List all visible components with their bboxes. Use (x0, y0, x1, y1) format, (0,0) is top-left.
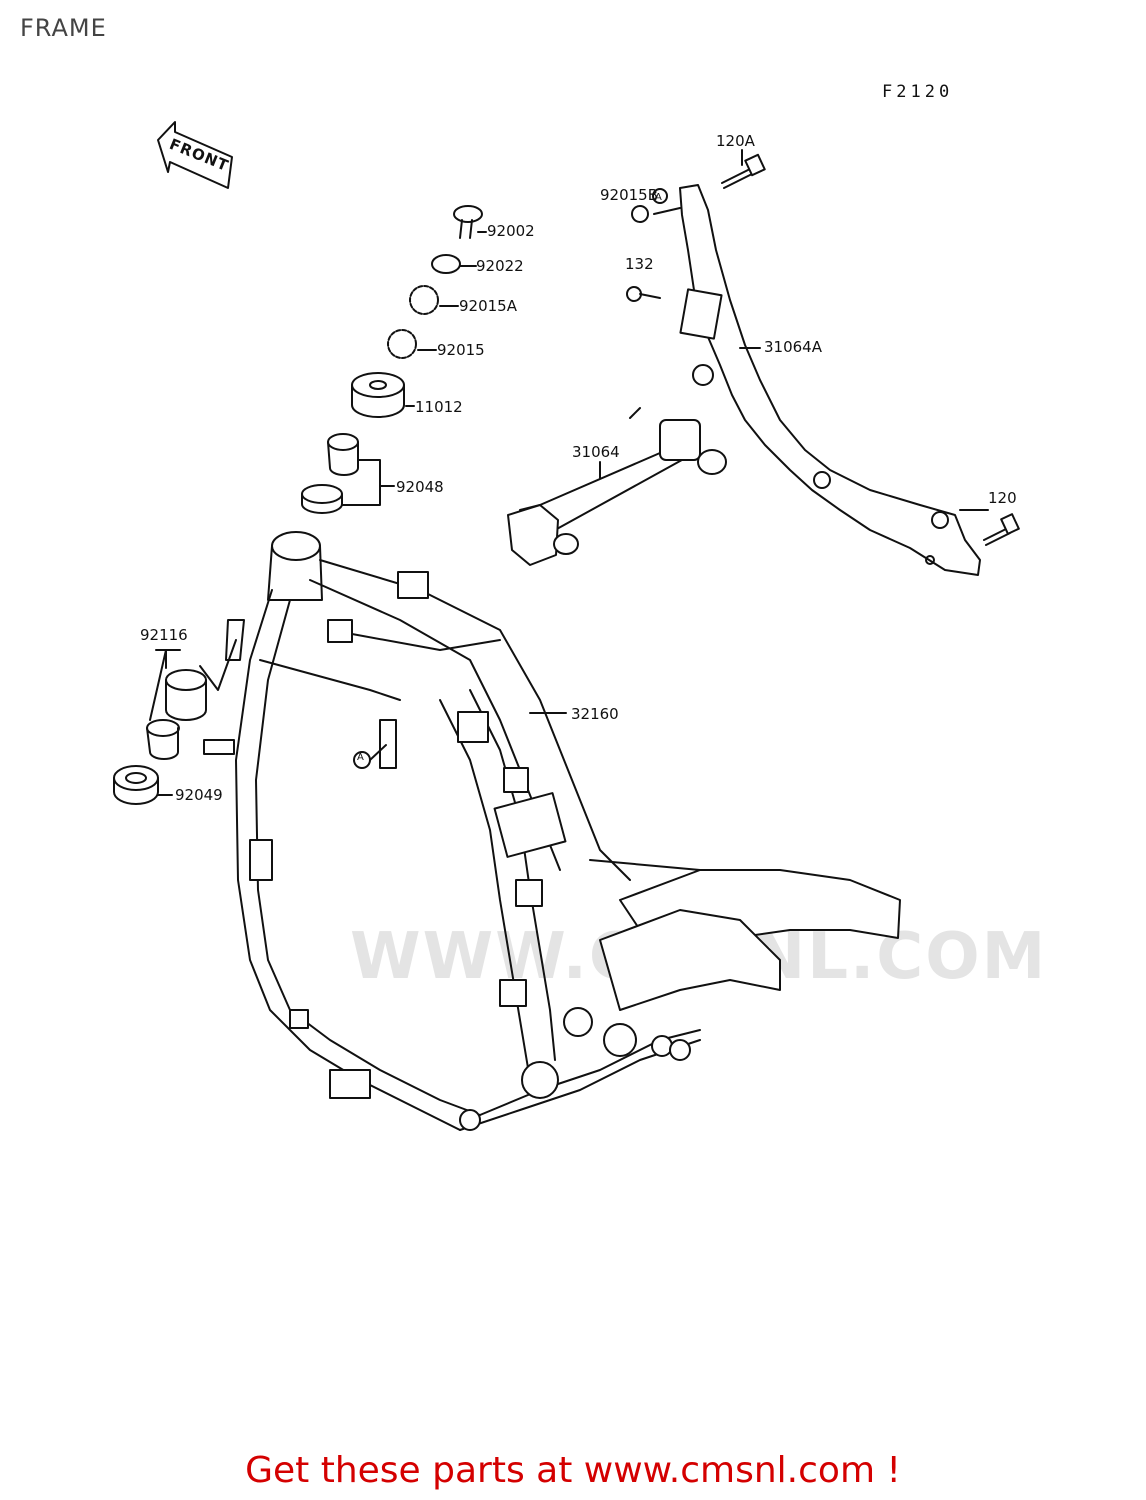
part-number-label: 120 (988, 489, 1017, 507)
lock-washer-92015-icon (387, 329, 417, 359)
ref-marker-a-top: A (655, 192, 662, 203)
front-arrow-icon (157, 121, 233, 189)
spacer-11012-icon (351, 372, 405, 418)
ref-marker-a: A (357, 752, 364, 763)
part-number-label: 92015 (437, 341, 485, 359)
part-number-label: 31064 (572, 443, 620, 461)
part-number-label: 31064A (764, 338, 822, 356)
figure-code: F2120 (882, 82, 954, 102)
part-number-label: 92002 (487, 222, 535, 240)
frame-diagram: A (113, 121, 1020, 1131)
footer-link-text[interactable]: Get these parts at www.cmsnl.com ! (245, 1450, 901, 1491)
part-number-label: 92015B (600, 186, 659, 204)
bolt-132-icon (626, 286, 661, 302)
bolt-120a-icon (721, 153, 766, 189)
bolt-120-icon (983, 513, 1020, 546)
bolt-92002-icon (453, 205, 483, 239)
part-number-label: 92048 (396, 478, 444, 496)
bearing-92116-icon (146, 669, 207, 760)
lock-washer-92015a-icon (409, 285, 439, 315)
part-number-label: 32160 (571, 705, 619, 723)
part-number-label: 120A (716, 132, 755, 150)
bearing-92048-icon (301, 433, 359, 514)
part-number-label: 92049 (175, 786, 223, 804)
seal-92049-icon (113, 765, 159, 805)
main-frame-32160-icon (203, 531, 901, 1131)
part-number-label: 92116 (140, 626, 188, 644)
page-title: FRAME (20, 14, 107, 42)
cross-pipe-31064-icon (507, 419, 727, 566)
washer-92022-icon (431, 254, 461, 274)
part-number-label: 11012 (415, 398, 463, 416)
nut-92015b-icon (631, 205, 649, 223)
part-number-label: 132 (625, 255, 654, 273)
part-number-label: 92015A (459, 297, 517, 315)
bracket-31064a-icon (652, 184, 981, 576)
part-number-label: 92022 (476, 257, 524, 275)
